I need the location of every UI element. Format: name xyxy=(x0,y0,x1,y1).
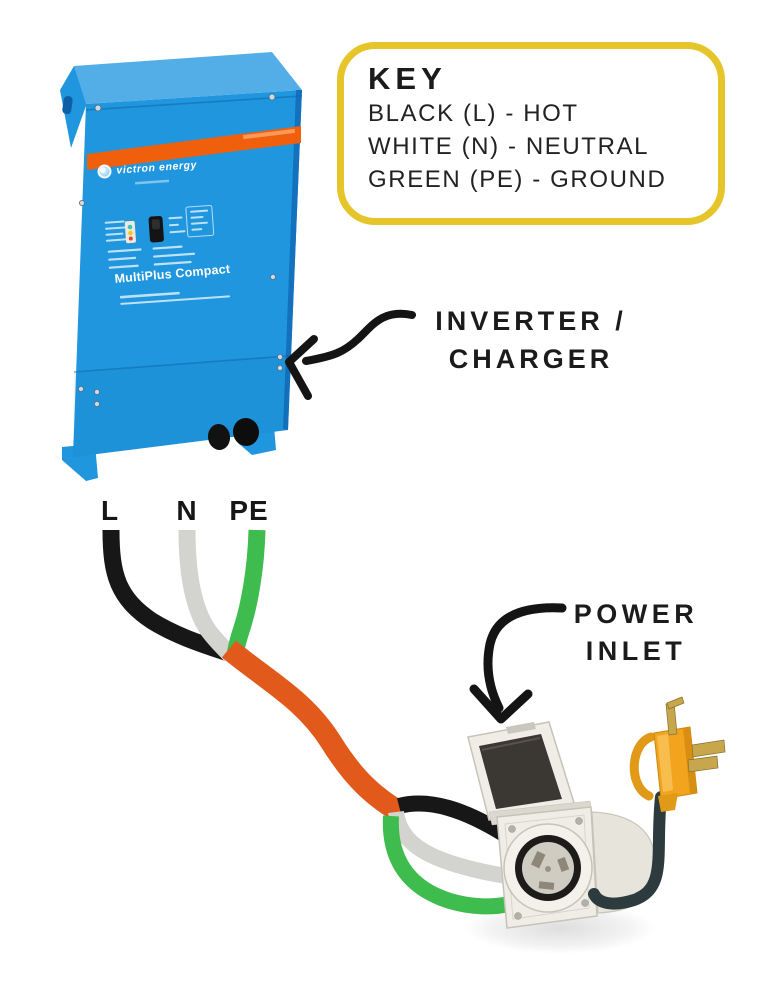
wire-label-ground: PE xyxy=(229,495,269,526)
key-box: KEY BLACK (L) - HOT WHITE (N) - NEUTRAL … xyxy=(337,42,725,225)
power-inlet-label-line2: INLET xyxy=(585,636,687,666)
key-title: KEY xyxy=(368,61,447,96)
key-entry-ground: GREEN (PE) - GROUND xyxy=(368,165,667,193)
wire-ground-green xyxy=(226,529,266,658)
inverter-body xyxy=(73,90,302,457)
key-entry-hot: BLACK (L) - HOT xyxy=(368,99,579,127)
arrow-to-inlet xyxy=(483,603,567,713)
power-inlet-label: POWER INLET xyxy=(561,596,711,670)
plug-prong xyxy=(687,755,719,773)
plug-cord xyxy=(588,791,667,910)
inverter-top-cap xyxy=(74,52,302,104)
victron-logo-icon xyxy=(97,164,112,179)
callout-arrows xyxy=(285,309,567,724)
cable-gland xyxy=(207,424,231,450)
flange-slot xyxy=(62,96,73,115)
cable-orange-jacket xyxy=(221,640,409,824)
wire-hot-black xyxy=(102,529,231,662)
wire-ground-to-inlet xyxy=(382,815,510,915)
wire-hot-to-inlet xyxy=(397,795,509,841)
wire-label-neutral: N xyxy=(176,495,198,526)
power-inlet-illustration xyxy=(465,721,656,954)
arrow-to-inlet-head xyxy=(469,684,533,724)
panel-markings xyxy=(104,204,231,305)
inverter-charger-label: INVERTER / CHARGER xyxy=(411,302,651,378)
inlet-lid-interior xyxy=(479,734,562,809)
cable-gland xyxy=(232,418,260,446)
inverter-charger-label-line2: CHARGER xyxy=(448,344,614,374)
plug-handle xyxy=(629,732,656,801)
shore-plug-illustration xyxy=(629,696,726,812)
inverter-charger-label-line1: INVERTER / xyxy=(435,306,627,336)
wire-label-hot: L xyxy=(100,495,120,526)
power-inlet-label-line1: POWER xyxy=(573,599,699,629)
arrow-to-inverter-head xyxy=(285,335,318,400)
wire-neutral-white xyxy=(178,529,238,662)
plug-prong xyxy=(691,739,726,758)
plug-prong xyxy=(666,696,685,710)
inverter-illustration xyxy=(60,52,303,481)
screws xyxy=(78,93,283,407)
wires xyxy=(102,529,510,915)
flange-screw-holes xyxy=(508,817,589,920)
arrow-to-inverter xyxy=(302,309,416,365)
inverter-right-edge xyxy=(283,90,302,430)
key-entry-neutral: WHITE (N) - NEUTRAL xyxy=(368,132,650,160)
inverter-side-flange xyxy=(60,66,87,148)
